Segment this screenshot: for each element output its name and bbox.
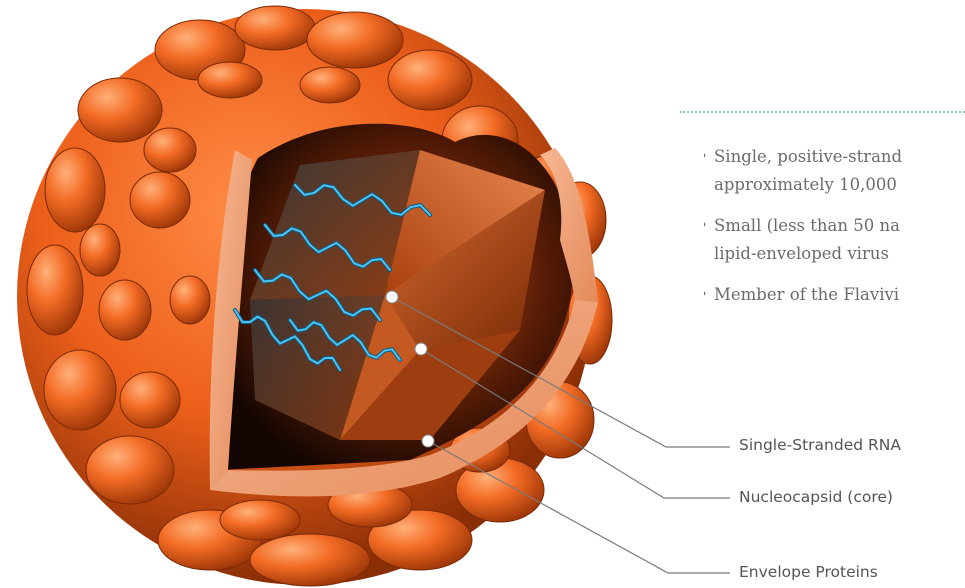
- envelope-protein-blob: [99, 280, 151, 340]
- envelope-protein-blob: [144, 128, 196, 172]
- fact-text: lipid-enveloped virus: [714, 240, 965, 268]
- label-single-stranded-rna: Single-Stranded RNA: [739, 436, 901, 454]
- envelope-protein-blob: [300, 67, 360, 103]
- envelope-protein-blob: [307, 12, 403, 68]
- envelope-protein-blob: [388, 50, 472, 110]
- callout-dot-nucleocapsid: [415, 343, 427, 355]
- envelope-protein-blob: [44, 350, 116, 430]
- envelope-protein-blob: [86, 436, 174, 504]
- callout-dot-envelope: [422, 435, 434, 447]
- label-envelope-proteins: Envelope Proteins: [739, 563, 878, 581]
- fact-text: Small (less than 50 na: [714, 212, 965, 240]
- fact-item: • Single, positive-strand approximately …: [704, 143, 965, 199]
- envelope-protein-blob: [170, 276, 210, 324]
- fact-list: • Single, positive-strand approximately …: [704, 143, 965, 322]
- fact-item: • Member of the Flavivi: [704, 281, 965, 309]
- envelope-protein-blob: [78, 78, 162, 142]
- envelope-protein-blob: [198, 62, 262, 98]
- section-divider: [680, 111, 965, 113]
- envelope-protein-blob: [250, 534, 370, 586]
- envelope-protein-blob: [45, 148, 105, 232]
- fact-item: • Small (less than 50 na lipid-enveloped…: [704, 212, 965, 268]
- envelope-protein-blob: [130, 172, 190, 228]
- callout-dot-rna: [386, 291, 398, 303]
- fact-text: Single, positive-strand: [714, 143, 965, 171]
- envelope-protein-blob: [220, 500, 300, 540]
- envelope-protein-blob: [80, 224, 120, 276]
- envelope-protein-blob: [120, 372, 180, 428]
- fact-text: approximately 10,000: [714, 171, 965, 199]
- fact-text: Member of the Flavivi: [714, 281, 965, 309]
- envelope-protein-blob: [27, 245, 83, 335]
- label-nucleocapsid: Nucleocapsid (core): [739, 488, 893, 506]
- envelope-protein-blob: [235, 6, 315, 50]
